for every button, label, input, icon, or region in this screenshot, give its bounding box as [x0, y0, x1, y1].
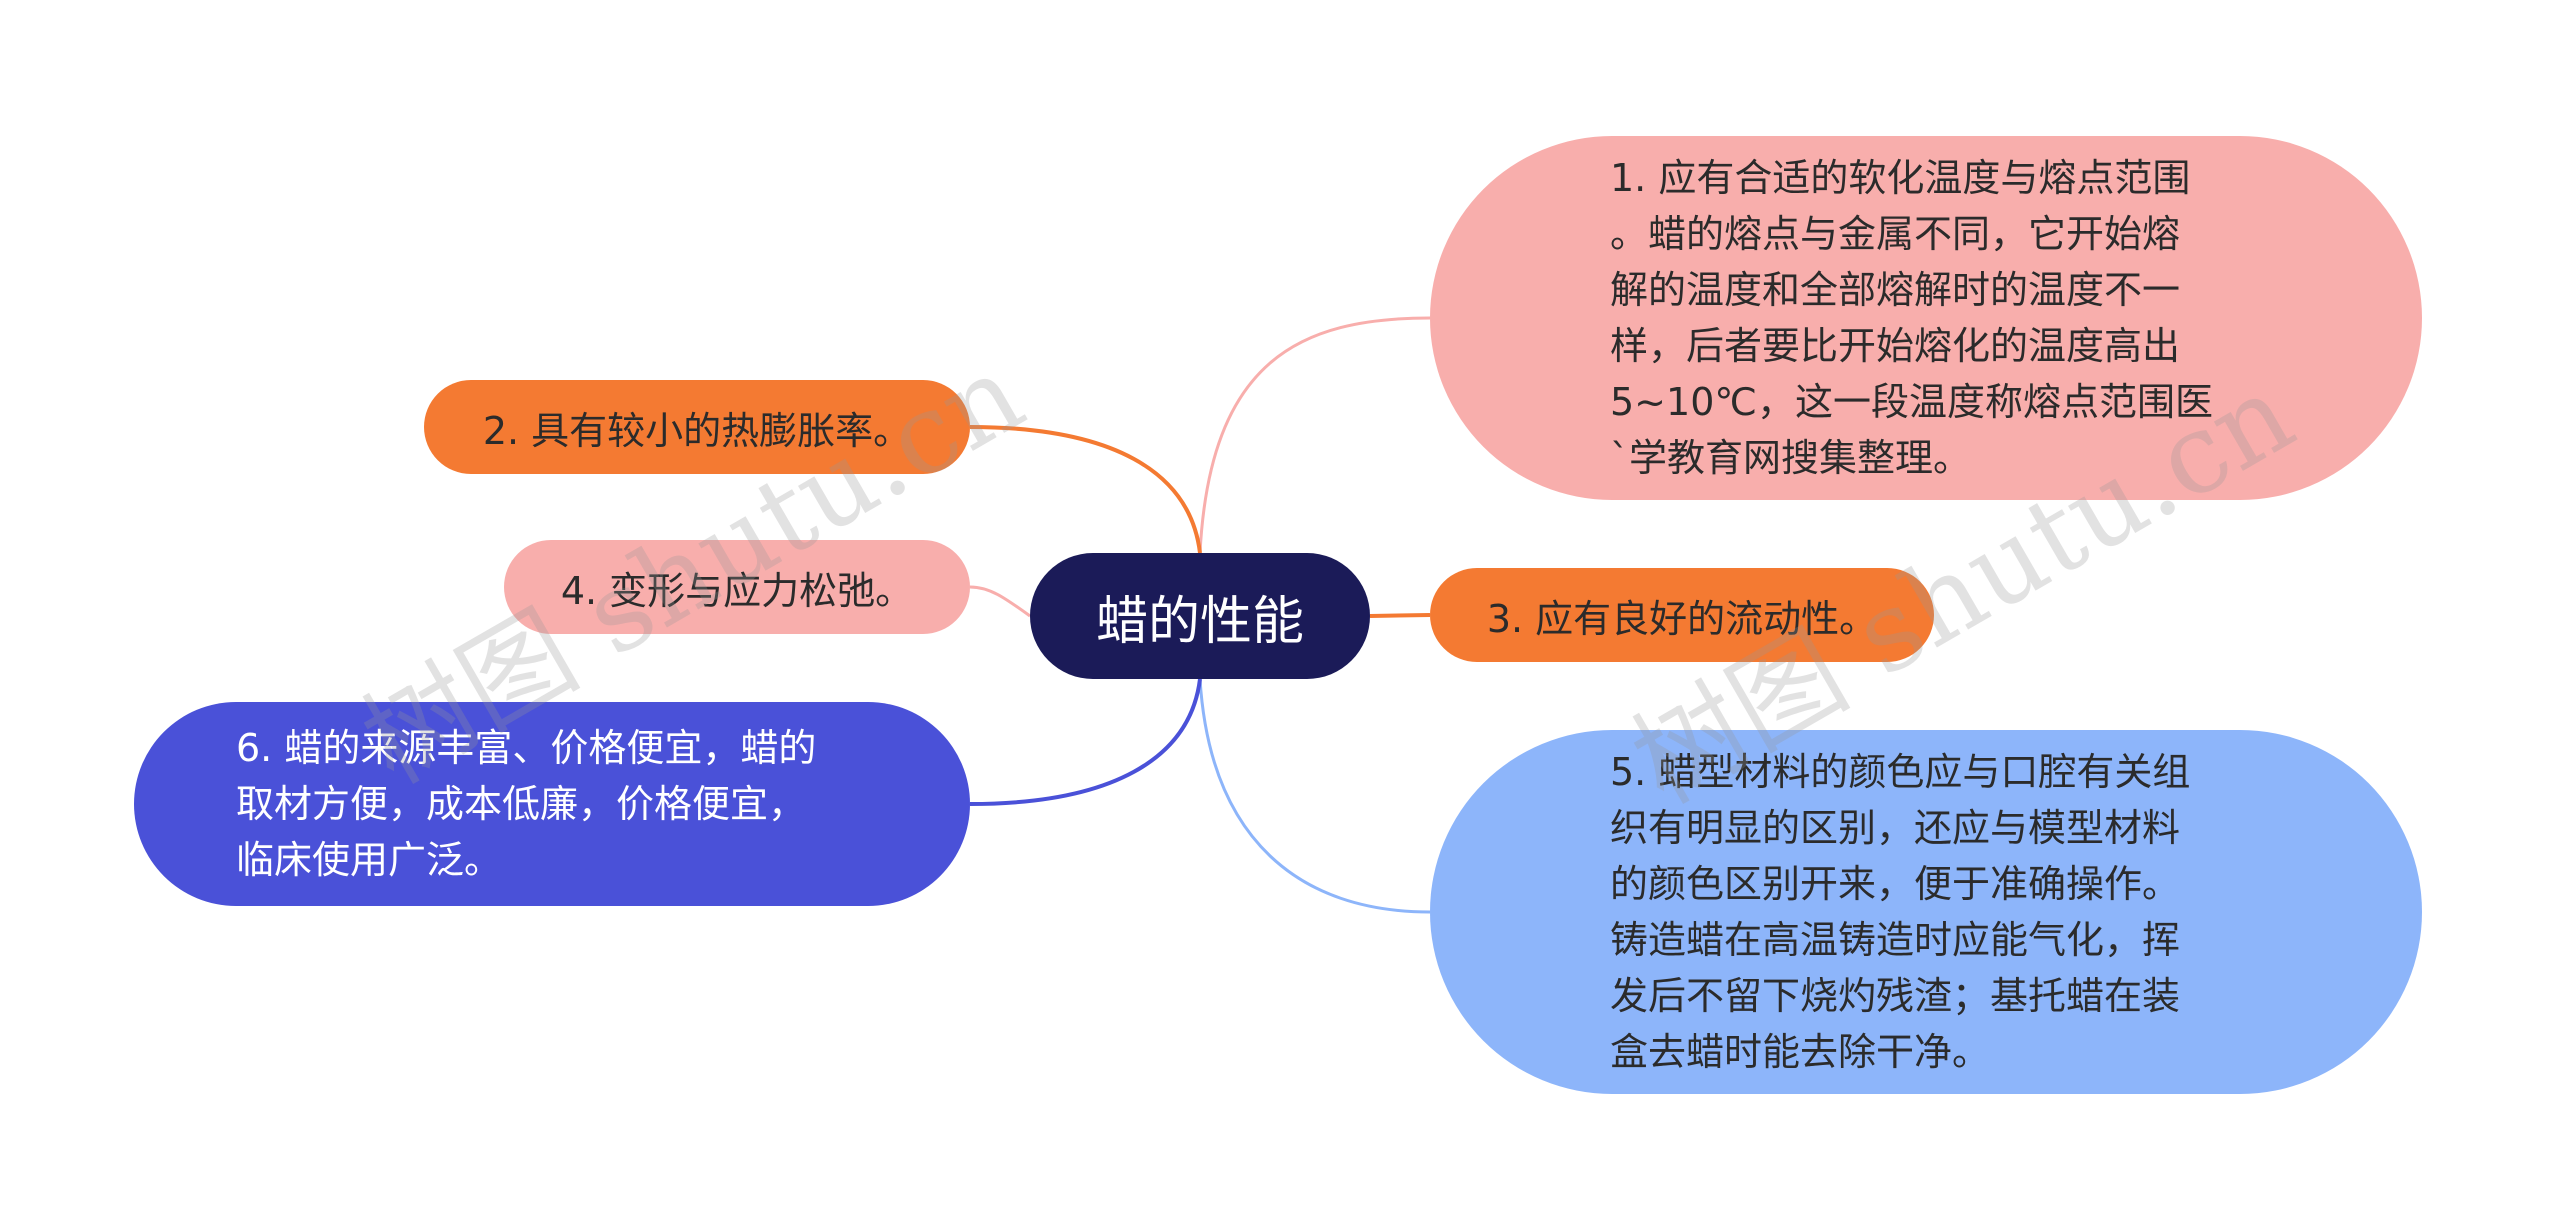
- link-to-node-6: [969, 678, 1202, 806]
- node-1-softening-melting-range[interactable]: 1. 应有合适的软化温度与熔点范围 。蜡的熔点与金属不同，它开始熔 解的温度和全…: [1430, 136, 2422, 500]
- link-to-node-4: [969, 585, 1031, 618]
- link-to-node-1: [1198, 316, 1431, 554]
- link-to-node-3: [1369, 613, 1431, 618]
- node-3-flowability[interactable]: 3. 应有良好的流动性。: [1430, 568, 1934, 662]
- node-6-source-and-cost[interactable]: 6. 蜡的来源丰富、价格便宜，蜡的 取材方便，成本低廉，价格便宜， 临床使用广泛…: [134, 702, 970, 906]
- node-2-thermal-expansion[interactable]: 2. 具有较小的热膨胀率。: [424, 380, 970, 474]
- central-topic[interactable]: 蜡的性能: [1030, 553, 1370, 679]
- link-to-node-2: [969, 425, 1202, 554]
- link-to-node-5: [1198, 678, 1431, 914]
- node-4-deformation-stress-relaxation[interactable]: 4. 变形与应力松弛。: [504, 540, 970, 634]
- node-5-color-and-burnout[interactable]: 5. 蜡型材料的颜色应与口腔有关组 织有明显的区别，还应与模型材料 的颜色区别开…: [1430, 730, 2422, 1094]
